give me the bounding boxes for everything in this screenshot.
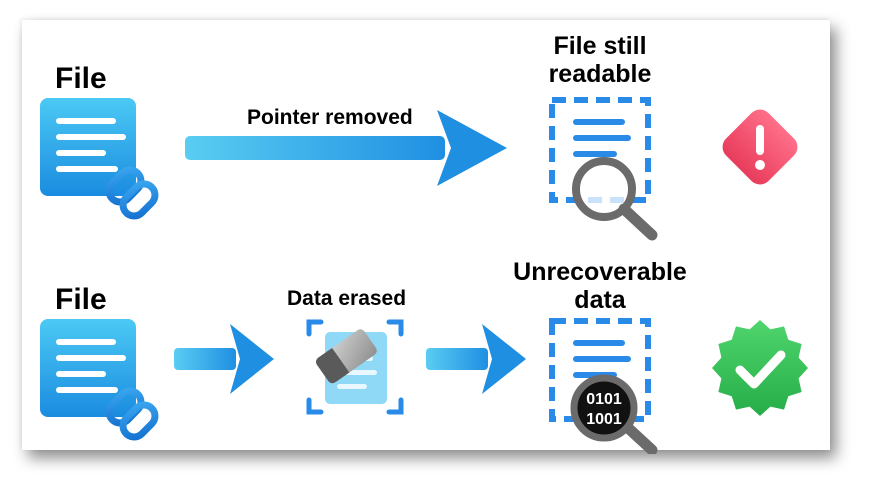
file-document-icon [40, 98, 159, 220]
chain-link-icon [105, 387, 159, 441]
row2-file-label: File [55, 283, 107, 316]
magnifier-icon [572, 157, 658, 241]
dashed-document-magnifier-icon [549, 97, 658, 241]
binary-line-2: 1001 [586, 411, 622, 428]
dashed-document-binary-magnifier-icon: 0101 1001 [549, 318, 658, 454]
warning-diamond-icon [722, 109, 798, 185]
eraser-icon [315, 329, 377, 384]
row2-result-label: Unrecoverable data [505, 258, 695, 314]
file-document-icon [40, 319, 159, 441]
row2-result-label-line1: Unrecoverable [513, 258, 687, 286]
row2-result-label-line2: data [574, 286, 626, 314]
short-arrow-icon [426, 324, 526, 394]
chain-link-icon [105, 166, 159, 220]
row1-result-label-line1: File still [553, 32, 647, 60]
pointer-removed-label: Pointer removed [247, 106, 413, 129]
row1-result-label: File still readable [540, 32, 660, 88]
short-arrow-icon [174, 324, 274, 394]
data-erased-label: Data erased [287, 287, 407, 310]
row1-file-label: File [55, 62, 107, 95]
binary-line-1: 0101 [586, 391, 622, 408]
binary-magnifier-icon: 0101 1001 [570, 374, 658, 454]
check-badge-icon [712, 320, 808, 416]
diagram-card [22, 20, 830, 450]
long-arrow-icon [185, 110, 507, 186]
row1-result-label-line2: readable [548, 60, 652, 88]
eraser-document-icon [306, 319, 404, 415]
